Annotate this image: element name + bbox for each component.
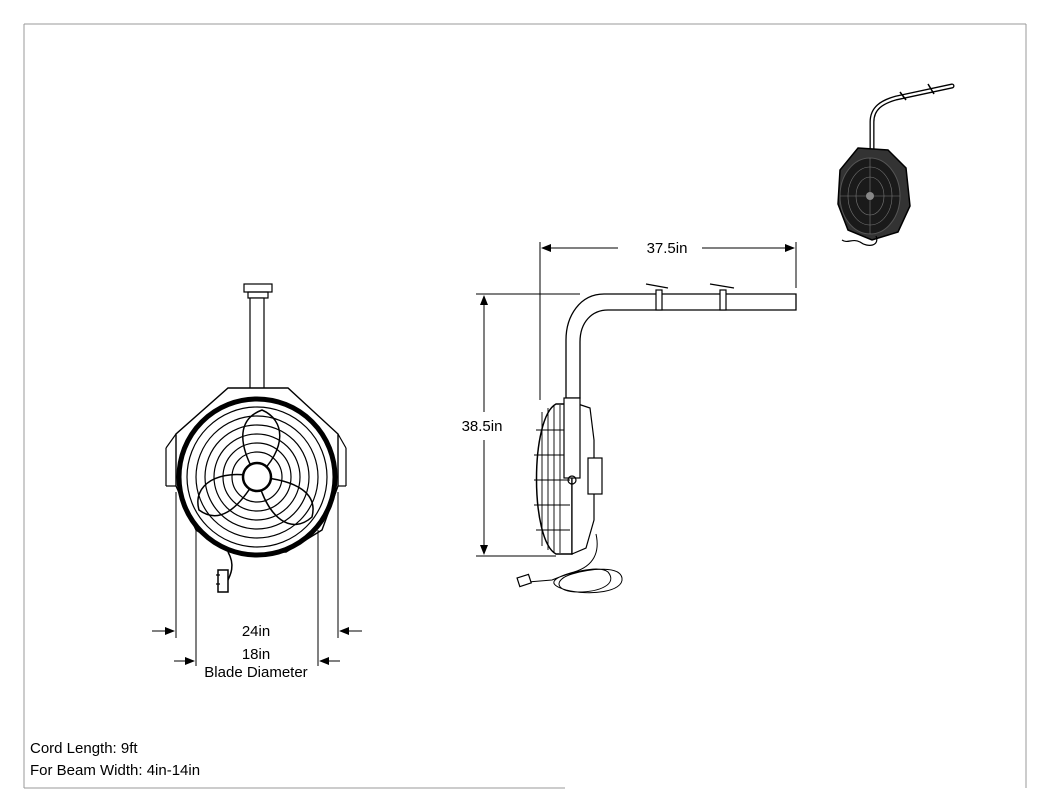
mount-pole xyxy=(249,297,265,391)
beam-width-note: For Beam Width: 4in-14in xyxy=(30,762,201,779)
cord-plug xyxy=(217,569,229,593)
front-dimensions xyxy=(152,492,362,666)
fan-blade xyxy=(242,409,281,479)
front-view xyxy=(165,283,347,593)
dim-blade-size: 18in xyxy=(242,646,270,663)
cord-plug xyxy=(516,573,533,588)
side-view xyxy=(516,283,797,594)
dim-overall-width: 24in xyxy=(242,623,270,640)
dim-blade-label: Blade Diameter xyxy=(204,664,307,681)
beam-clip xyxy=(645,283,735,311)
mount-arm xyxy=(565,293,797,399)
beam-clamp xyxy=(243,283,273,293)
iso-cord xyxy=(841,235,878,246)
motor-box xyxy=(587,457,603,495)
fan-blade xyxy=(256,476,314,526)
fan-hub xyxy=(241,461,273,493)
fan-blade xyxy=(197,473,259,517)
dim-overall-height: 38.5in xyxy=(462,418,503,435)
cord-length-note: Cord Length: 9ft xyxy=(30,740,138,757)
side-dimensions xyxy=(476,242,797,557)
power-cord-coiled xyxy=(527,533,623,594)
sheet-frame xyxy=(23,23,1027,789)
dim-arm-reach: 37.5in xyxy=(647,240,688,257)
isometric-view xyxy=(837,83,955,246)
